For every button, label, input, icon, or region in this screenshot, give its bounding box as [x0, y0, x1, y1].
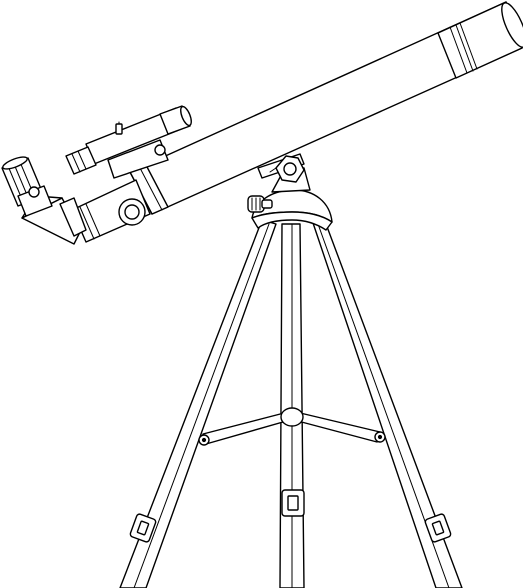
finder-scope: [65, 105, 192, 179]
optical-tube: [129, 1, 523, 215]
leg-clamp-center[interactable]: [281, 489, 305, 517]
accessory-tray-braces: [198, 407, 386, 446]
focuser: [71, 179, 151, 243]
leg-clamp-left[interactable]: [129, 513, 157, 543]
focus-knob[interactable]: [118, 198, 146, 226]
tripod-leg-center: [279, 223, 305, 588]
eyepiece: [1, 156, 53, 217]
brace-hub: [280, 407, 304, 427]
leg-clamp-right[interactable]: [424, 513, 452, 543]
tripod: [119, 219, 463, 588]
eyepiece-thumbscrew[interactable]: [28, 186, 40, 198]
mount-head: [247, 153, 333, 231]
azimuth-knob[interactable]: [269, 155, 305, 183]
dew-shield: [437, 1, 523, 79]
altitude-lock-knob[interactable]: [247, 195, 273, 213]
